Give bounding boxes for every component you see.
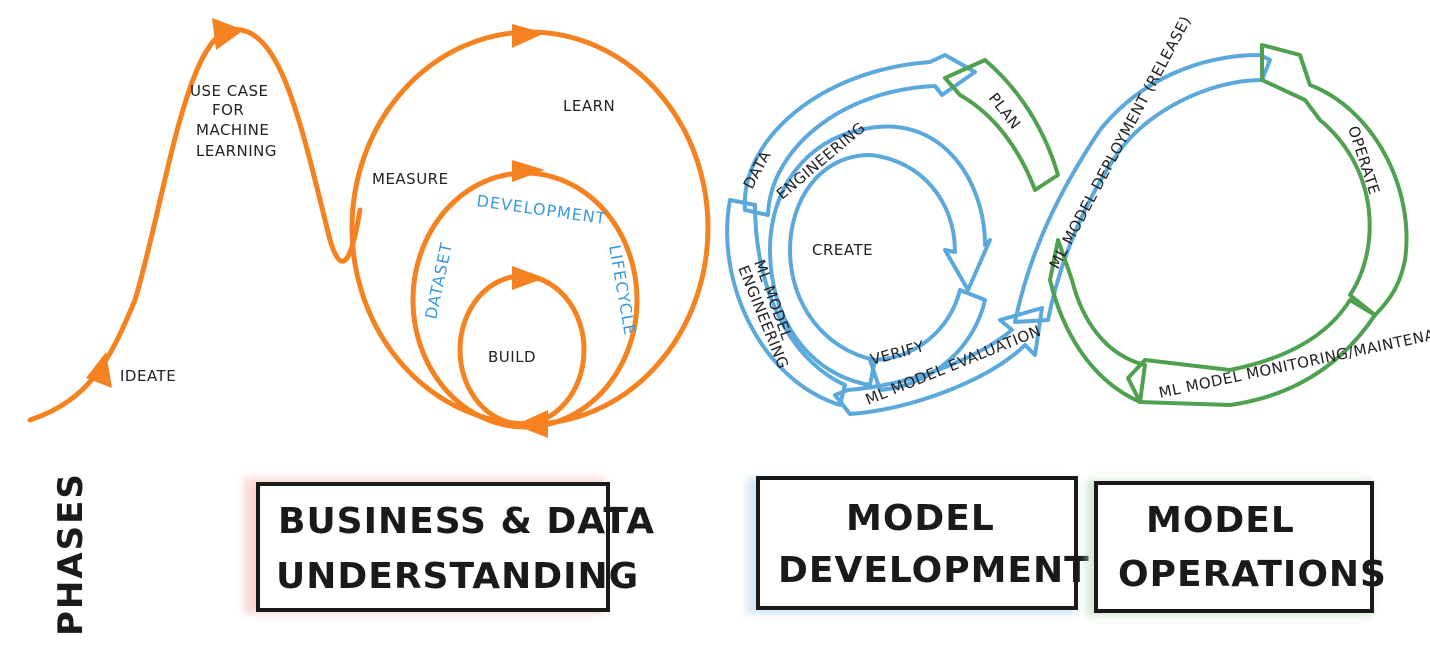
arrow-head bbox=[515, 410, 548, 438]
data-engineering-band bbox=[742, 53, 977, 217]
deployment-label: ML MODEL DEPLOYMENT (RELEASE) bbox=[1046, 13, 1195, 272]
learn-label: LEARN bbox=[563, 97, 615, 115]
model-dev-line1: MODEL bbox=[846, 498, 995, 539]
dataset-label: DATASET bbox=[421, 240, 456, 321]
build-label: BUILD bbox=[488, 348, 536, 366]
monitoring-label: ML MODEL MONITORING/MAINTENANCE bbox=[1157, 319, 1430, 402]
evaluation-band bbox=[833, 306, 1044, 416]
use-case-line1: USE CASE bbox=[190, 82, 268, 100]
model-ops-line1: MODEL bbox=[1146, 500, 1295, 541]
business-box bbox=[256, 482, 610, 612]
use-case-line2: FOR bbox=[212, 101, 244, 119]
plan-band bbox=[943, 58, 1060, 192]
ml-model-engineering-band bbox=[725, 198, 847, 407]
monitoring-band bbox=[1126, 298, 1377, 407]
arrow-head bbox=[86, 352, 112, 388]
create-label: CREATE bbox=[812, 241, 873, 259]
arrow-head bbox=[512, 266, 545, 290]
business-line2: UNDERSTANDING bbox=[276, 556, 639, 597]
model-dev-line2: DEVELOPMENT bbox=[778, 550, 1090, 591]
verify-label: VERIFY bbox=[868, 337, 926, 369]
verify-band bbox=[868, 288, 987, 392]
business-line1: BUSINESS & DATA bbox=[278, 501, 655, 542]
model-development-loop bbox=[725, 53, 1272, 416]
model-operations-loop bbox=[943, 43, 1409, 407]
arrow-head bbox=[512, 24, 545, 48]
use-case-line4: LEARNING bbox=[196, 142, 277, 160]
model-ops-line2: OPERATIONS bbox=[1118, 554, 1387, 595]
deployment-band bbox=[1013, 53, 1272, 324]
measure-label: MEASURE bbox=[372, 170, 449, 188]
model-ops-box bbox=[1094, 481, 1374, 613]
phases-label: PHASES bbox=[51, 472, 91, 636]
operate-label: OPERATE bbox=[1344, 124, 1383, 197]
operate-band bbox=[1260, 43, 1409, 317]
model-dev-box bbox=[756, 476, 1078, 610]
use-case-line3: MACHINE bbox=[196, 121, 269, 139]
create-ring bbox=[768, 124, 992, 387]
data-label: DATA bbox=[740, 147, 775, 192]
return-band bbox=[1048, 238, 1147, 404]
arrow-head bbox=[512, 160, 545, 182]
ideate-label: IDEATE bbox=[120, 367, 176, 385]
evaluation-label: ML MODEL EVALUATION bbox=[863, 322, 1044, 409]
orange-arrows bbox=[86, 18, 548, 438]
arrow-head bbox=[212, 18, 244, 50]
